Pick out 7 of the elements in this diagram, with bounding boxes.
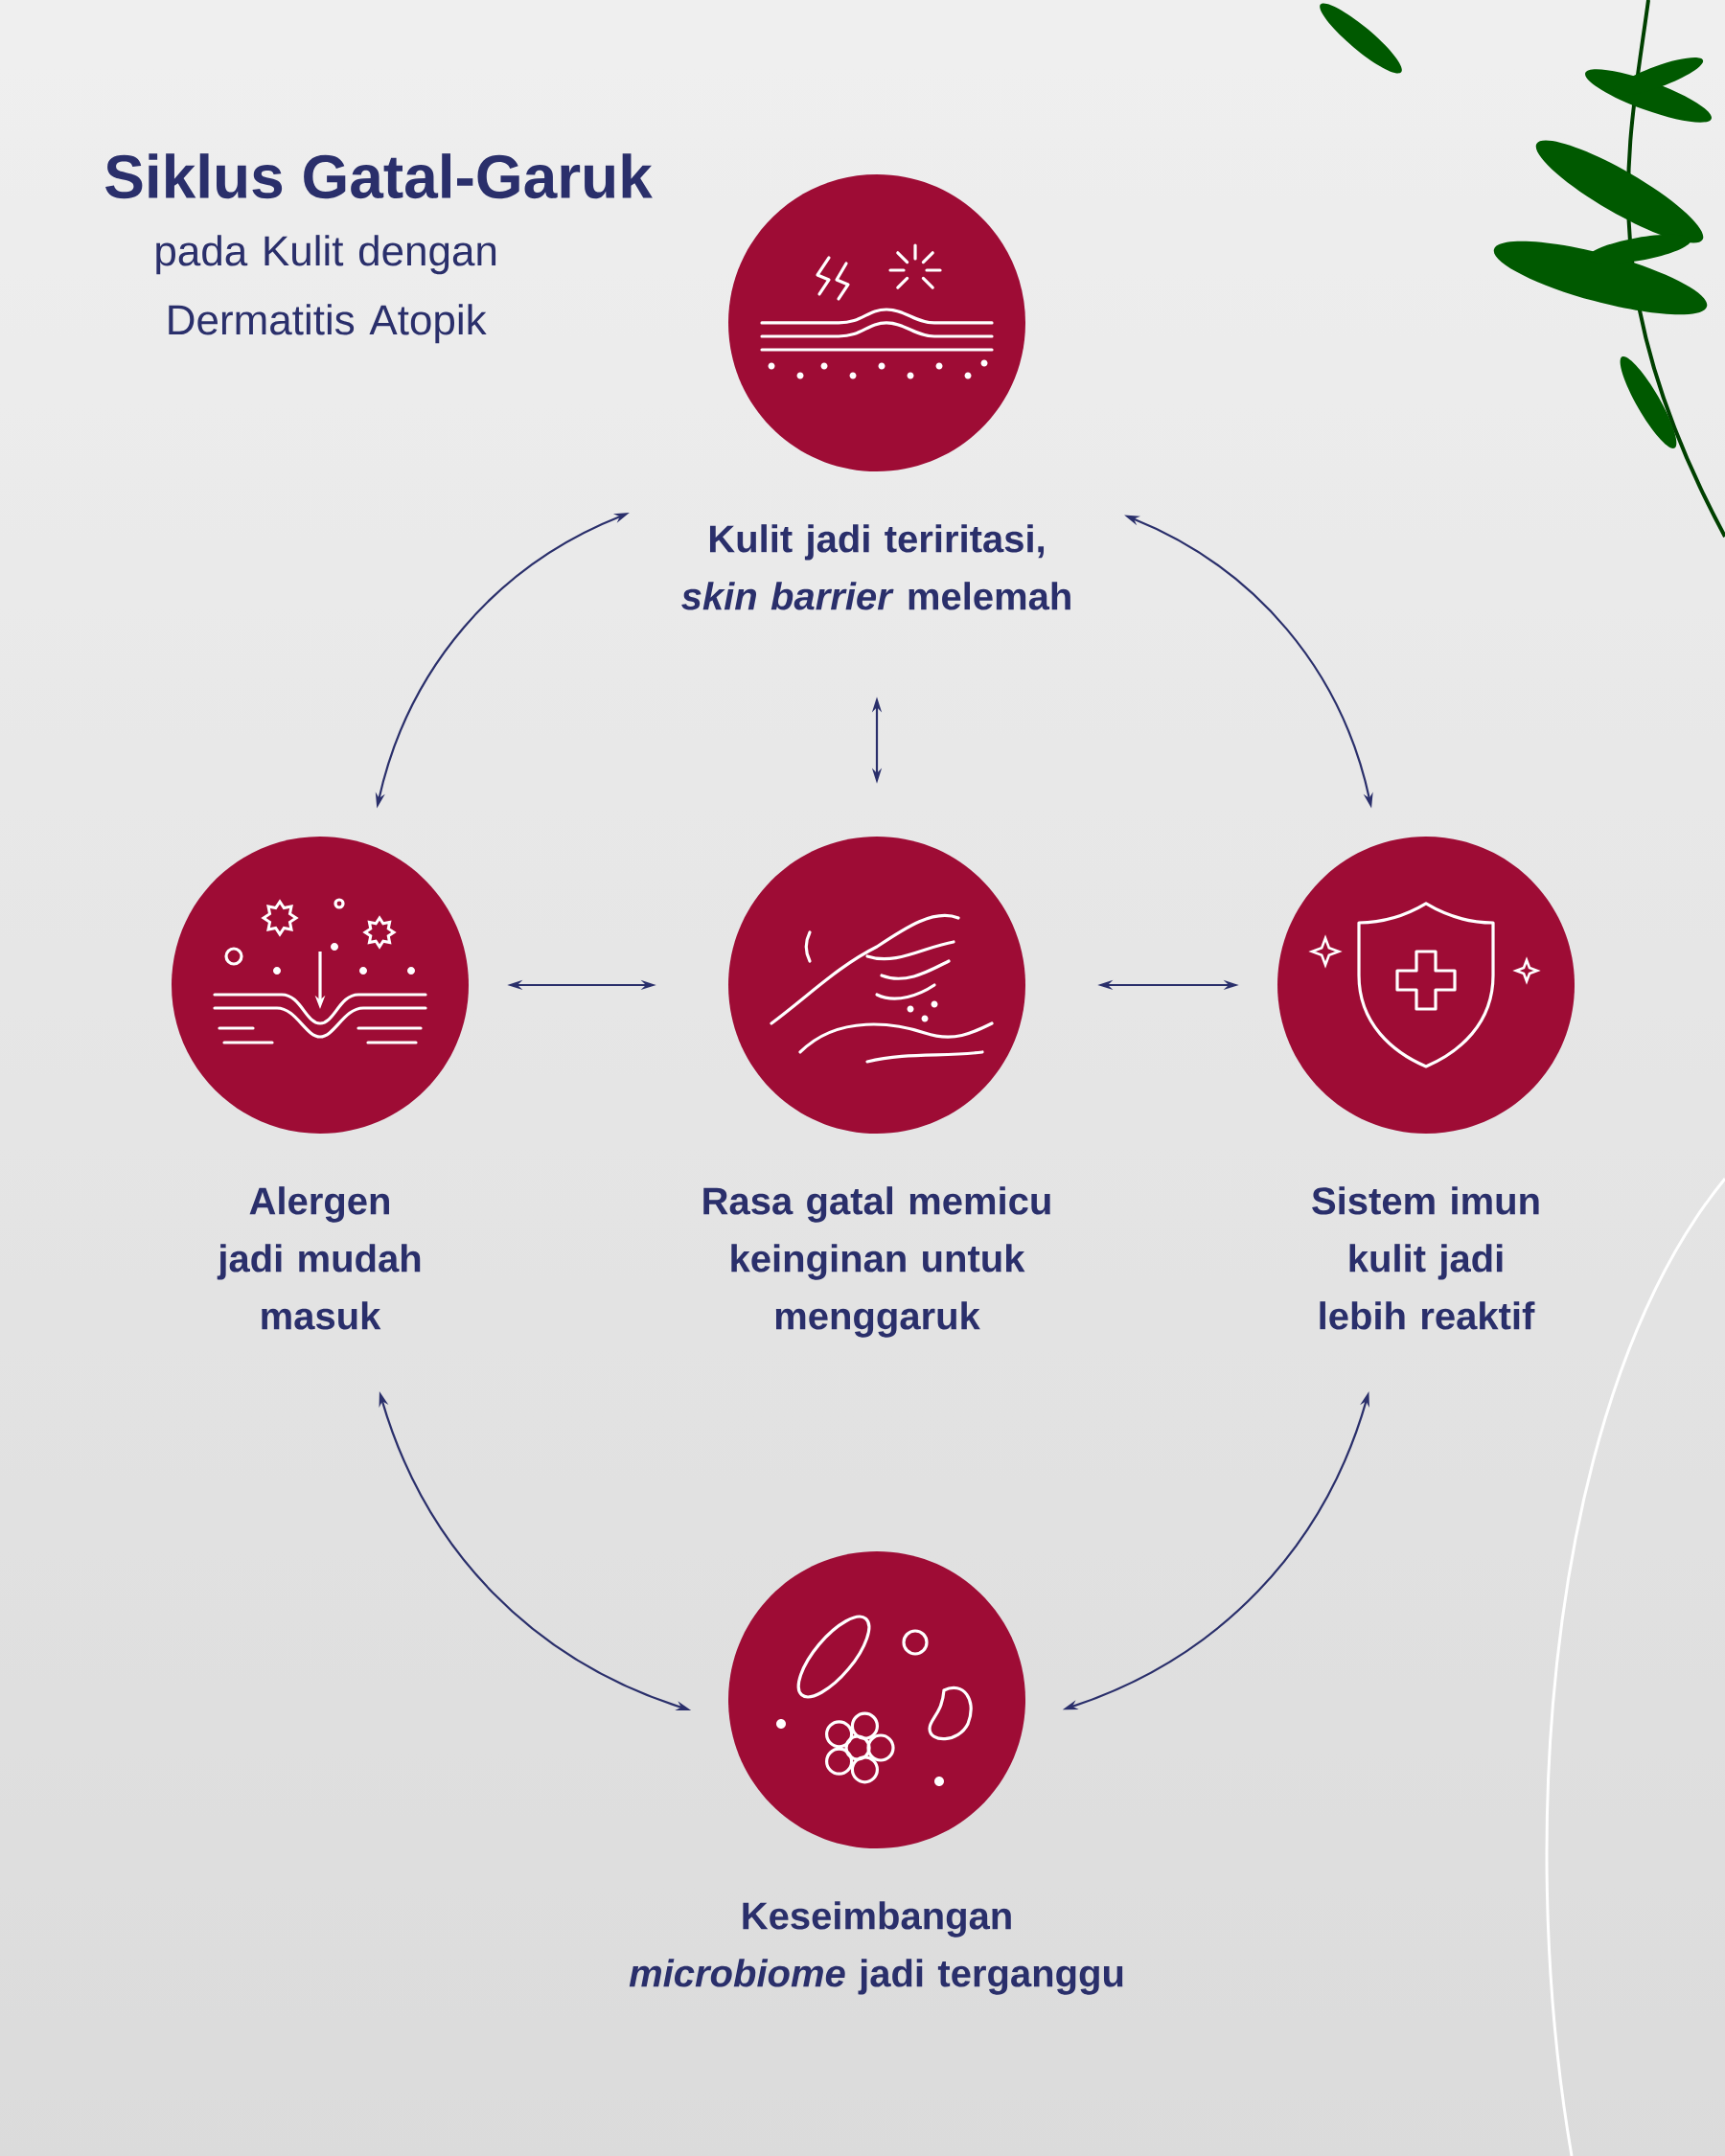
node-label: Keseimbangan microbiome jadi terganggu [629,1901,1123,1995]
node-label: Rasa gatal memicu keinginan untuk menggaruk [703,1186,1050,1338]
node-label: Kulit jadi teriritasi, skin barrier melemah [681,524,1070,610]
node-label: Alergen jadi mudah masuk [217,1186,421,1330]
subtitle: pada Kulit dengan Dermatitis Atopik [156,235,496,344]
title: Siklus Gatal-Garuk [105,153,653,199]
node-label: Sistem imun kulit jadi lebih reaktif [1312,1186,1539,1330]
